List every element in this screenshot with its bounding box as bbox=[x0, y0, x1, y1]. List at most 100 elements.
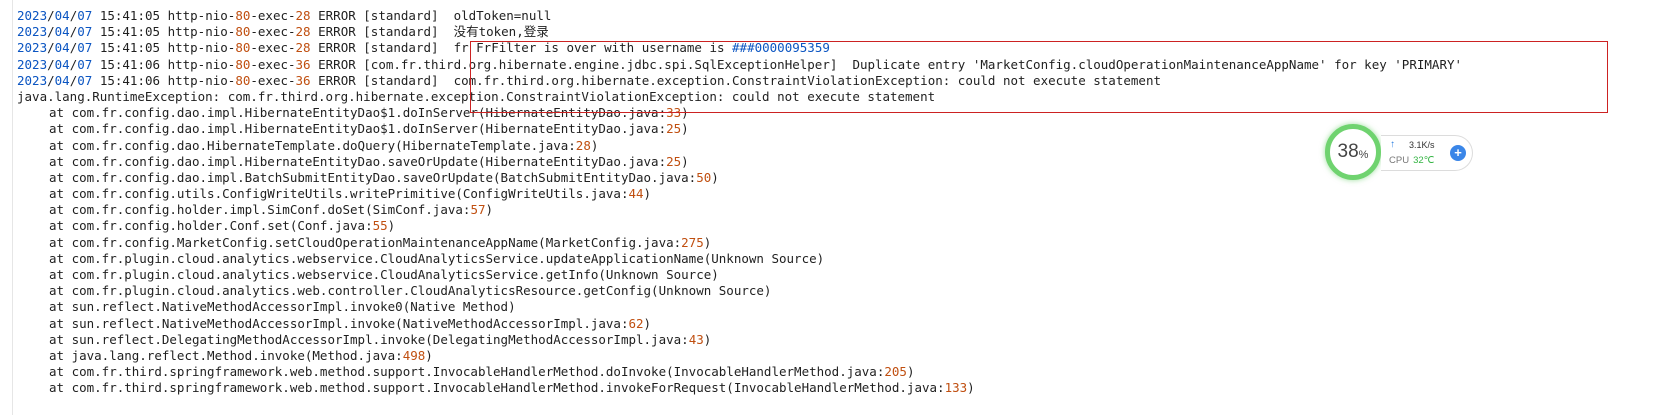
stack-frame-close: ) bbox=[387, 218, 396, 234]
stack-frame-line-number: 57 bbox=[470, 202, 486, 218]
cpu-usage-ring[interactable]: 38% bbox=[1325, 124, 1381, 180]
stack-frame-line-number: 25 bbox=[666, 153, 682, 169]
log-day: 07 bbox=[77, 56, 93, 72]
log-thread-prefix: http-nio- bbox=[167, 40, 236, 56]
log-time: 15:41:05 bbox=[99, 40, 161, 56]
log-thread-mid: -exec- bbox=[250, 8, 296, 23]
log-thread-port: 80 bbox=[235, 72, 251, 88]
upload-arrow-icon: ↑ bbox=[1390, 139, 1395, 150]
stack-frame-text: at com.fr.config.MarketConfig.setCloudOp… bbox=[49, 234, 682, 250]
log-line: 2023/04/07 15:41:06 http-nio-80-exec-36 … bbox=[17, 56, 1463, 72]
stack-frame-text: at com.fr.config.utils.ConfigWriteUtils.… bbox=[49, 186, 629, 202]
log-time: 15:41:05 bbox=[99, 24, 161, 40]
stack-frame: at com.fr.config.dao.impl.HibernateEntit… bbox=[17, 105, 1664, 121]
stack-frame-text: at sun.reflect.NativeMethodAccessorImpl.… bbox=[49, 299, 516, 315]
stack-frame: at com.fr.config.holder.impl.SimConf.doS… bbox=[17, 202, 1664, 218]
stack-frame-line-number: 205 bbox=[884, 364, 907, 380]
stack-frame: at java.lang.reflect.Method.invoke(Metho… bbox=[17, 348, 1664, 364]
log-thread-num: 36 bbox=[295, 56, 311, 72]
percent-sign: % bbox=[1358, 149, 1369, 161]
stack-frame-text: at com.fr.plugin.cloud.analytics.web.con… bbox=[49, 283, 772, 299]
log-thread-port: 80 bbox=[235, 40, 251, 56]
stack-frame-close: ) bbox=[643, 315, 652, 331]
stack-frame-text: at com.fr.third.springframework.web.meth… bbox=[49, 364, 885, 380]
log-month: 04 bbox=[54, 8, 70, 23]
stack-frame-line-number: 55 bbox=[372, 218, 388, 234]
stack-frame: at com.fr.config.utils.ConfigWriteUtils.… bbox=[17, 186, 1664, 202]
log-message: ERROR [standard] 没有token,登录 bbox=[310, 24, 549, 40]
stack-frame-text: at com.fr.config.dao.impl.HibernateEntit… bbox=[49, 121, 667, 137]
log-username: ###0000095359 bbox=[732, 40, 830, 56]
stack-frame-text: at com.fr.config.dao.impl.HibernateEntit… bbox=[49, 105, 667, 121]
log-day: 07 bbox=[77, 24, 93, 40]
stack-frame-text: at com.fr.config.holder.Conf.set(Conf.ja… bbox=[49, 218, 373, 234]
stack-frame-close: ) bbox=[485, 202, 494, 218]
log-year: 2023 bbox=[17, 72, 48, 88]
log-thread-num: 36 bbox=[295, 72, 311, 88]
stack-frame-close: ) bbox=[681, 121, 689, 137]
stack-frame-text: at com.fr.config.dao.HibernateTemplate.d… bbox=[49, 137, 576, 153]
log-thread-num: 28 bbox=[295, 8, 311, 23]
log-year: 2023 bbox=[17, 56, 48, 72]
stack-frame-close: ) bbox=[681, 153, 689, 169]
log-thread-num: 28 bbox=[295, 24, 311, 40]
log-thread-mid: -exec- bbox=[250, 72, 296, 88]
add-icon[interactable]: + bbox=[1450, 145, 1466, 161]
log-message: ERROR [standard] com.fr.third.org.hibern… bbox=[310, 72, 1161, 88]
log-thread-prefix: http-nio- bbox=[167, 56, 236, 72]
stack-frame-text: at com.fr.config.holder.impl.SimConf.doS… bbox=[49, 202, 471, 218]
stack-frame-line-number: 62 bbox=[628, 315, 644, 331]
stack-frame: at com.fr.plugin.cloud.analytics.webserv… bbox=[17, 251, 1664, 267]
editor-gutter bbox=[12, 0, 13, 415]
stack-frame: at com.fr.config.holder.Conf.set(Conf.ja… bbox=[17, 218, 1664, 234]
stack-frame-close: ) bbox=[590, 137, 599, 153]
stack-frame: at com.fr.config.dao.impl.BatchSubmitEnt… bbox=[17, 170, 1664, 186]
log-line: 2023/04/07 15:41:05 http-nio-80-exec-28 … bbox=[17, 40, 830, 56]
log-message: ERROR [standard] fr FrFilter is over wit… bbox=[310, 40, 733, 56]
log-time: 15:41:06 bbox=[99, 72, 161, 88]
log-month: 04 bbox=[54, 56, 70, 72]
cpu-percent-value: 38 bbox=[1337, 141, 1359, 162]
log-thread-mid: -exec- bbox=[250, 24, 296, 40]
stack-frame: at com.fr.config.dao.HibernateTemplate.d… bbox=[17, 138, 1664, 154]
stack-frame-line-number: 498 bbox=[402, 347, 426, 363]
stack-frame-line-number: 275 bbox=[681, 234, 704, 250]
stack-frame-line-number: 50 bbox=[696, 169, 712, 185]
log-line: 2023/04/07 15:41:06 http-nio-80-exec-36 … bbox=[17, 72, 1161, 88]
log-output[interactable]: 2023/04/07 15:41:05 http-nio-80-exec-28 … bbox=[17, 8, 1664, 397]
cpu-label: CPU bbox=[1389, 155, 1410, 166]
log-thread-num: 28 bbox=[295, 40, 311, 56]
stack-frame-text: at com.fr.plugin.cloud.analytics.webserv… bbox=[49, 250, 825, 266]
log-thread-prefix: http-nio- bbox=[167, 24, 236, 40]
stack-frame-line-number: 28 bbox=[575, 137, 591, 153]
stack-frame-text: at sun.reflect.NativeMethodAccessorImpl.… bbox=[49, 315, 629, 331]
stack-frame: at com.fr.third.springframework.web.meth… bbox=[17, 380, 1664, 396]
stack-frame: at sun.reflect.NativeMethodAccessorImpl.… bbox=[17, 299, 1664, 315]
stack-frame-text: at com.fr.third.springframework.web.meth… bbox=[49, 380, 945, 396]
stack-frame-line-number: 133 bbox=[944, 380, 968, 396]
stack-frame-close: ) bbox=[703, 234, 712, 250]
log-message: ERROR [standard] oldToken=null bbox=[310, 8, 552, 23]
log-thread-port: 80 bbox=[235, 24, 251, 40]
stack-frame-close: ) bbox=[681, 105, 689, 121]
stack-frame: at com.fr.config.MarketConfig.setCloudOp… bbox=[17, 235, 1664, 251]
stack-frame-line-number: 25 bbox=[666, 121, 682, 137]
stack-frame-close: ) bbox=[967, 380, 975, 396]
log-year: 2023 bbox=[17, 8, 48, 23]
stack-frame-text: at com.fr.plugin.cloud.analytics.webserv… bbox=[49, 267, 719, 282]
log-thread-port: 80 bbox=[235, 56, 251, 72]
stack-frame-line-number: 43 bbox=[688, 331, 704, 347]
stack-frame-line-number: 33 bbox=[666, 105, 682, 121]
log-time: 15:41:06 bbox=[99, 56, 161, 72]
stack-frame-text: at java.lang.reflect.Method.invoke(Metho… bbox=[49, 347, 403, 363]
stack-frame: at com.fr.plugin.cloud.analytics.web.con… bbox=[17, 283, 1664, 299]
stack-frame-close: ) bbox=[711, 169, 719, 185]
log-thread-prefix: http-nio- bbox=[167, 72, 236, 88]
exception-line: java.lang.RuntimeException: com.fr.third… bbox=[17, 88, 936, 104]
stack-frame: at com.fr.plugin.cloud.analytics.webserv… bbox=[17, 267, 1664, 283]
stack-frame: at com.fr.config.dao.impl.HibernateEntit… bbox=[17, 121, 1664, 137]
log-thread-mid: -exec- bbox=[250, 40, 296, 56]
